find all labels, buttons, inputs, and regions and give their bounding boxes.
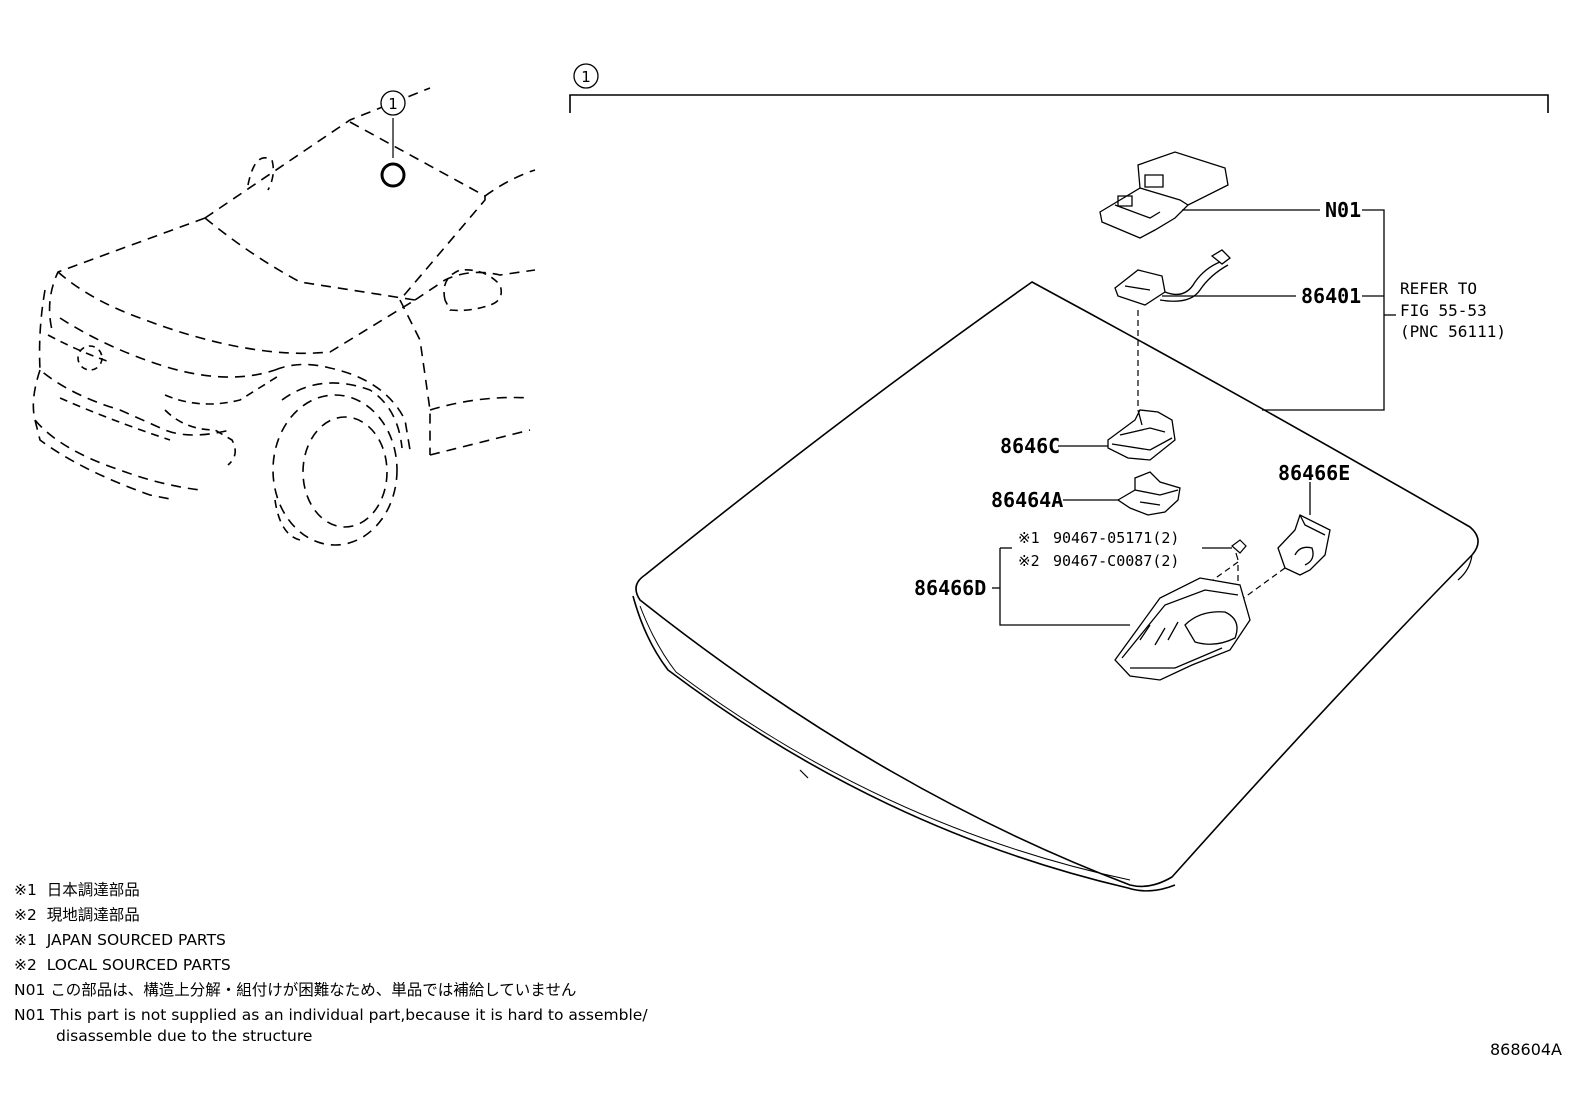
- assembly-callout-number: 1: [581, 68, 591, 86]
- note-5-mark: N01: [14, 981, 46, 999]
- label-86401: 86401: [1301, 284, 1361, 308]
- vehicle-callout-number: 1: [388, 95, 398, 113]
- label-8646c: 8646C: [1000, 434, 1060, 458]
- figure-code: 868604A: [1489, 1040, 1562, 1059]
- bracket-n01-shape: [1100, 152, 1228, 238]
- screw-shape: [1232, 540, 1246, 560]
- note-5: N01 この部品は、構造上分解・組付けが困難なため、単品では補給していません: [14, 978, 714, 1003]
- note-6-mark: N01: [14, 1006, 46, 1024]
- label-86464a: 86464A: [991, 488, 1063, 512]
- note-4: ※2 LOCAL SOURCED PARTS: [14, 953, 714, 978]
- note-1-mark: ※1: [14, 881, 37, 899]
- label-sub1-mark: ※1: [1018, 529, 1040, 547]
- note-3-text: JAPAN SOURCED PARTS: [46, 931, 226, 949]
- housing-86466d-shape: [1115, 578, 1250, 680]
- footnotes: ※1 日本調達部品 ※2 現地調達部品 ※1 JAPAN SOURCED PAR…: [14, 878, 714, 1049]
- note-5-text: この部品は、構造上分解・組付けが困難なため、単品では補給していません: [50, 981, 577, 999]
- leader-lines: [992, 210, 1396, 625]
- vehicle-illustration: [33, 88, 535, 545]
- label-sub1-number: 90467-05171(2): [1053, 529, 1179, 547]
- note-6-continuation: disassemble due to the structure: [56, 1027, 313, 1045]
- note-2-mark: ※2: [14, 906, 37, 924]
- note-6-text: This part is not supplied as an individu…: [50, 1006, 648, 1024]
- sensor-86401-shape: [1115, 250, 1230, 305]
- label-86466d: 86466D: [914, 576, 986, 600]
- vehicle-callout: 1: [381, 91, 405, 115]
- reference-line-1: REFER TO: [1400, 279, 1477, 298]
- cover-86466e-shape: [1278, 515, 1330, 575]
- cover-8646c-shape: [1108, 410, 1175, 460]
- windshield-glass: [633, 282, 1478, 891]
- note-1-text: 日本調達部品: [46, 881, 140, 899]
- note-6: N01 This part is not supplied as an indi…: [14, 1003, 714, 1028]
- label-sub2-number: 90467-C0087(2): [1053, 552, 1179, 570]
- bracket-86464a-shape: [1118, 472, 1180, 515]
- note-4-text: LOCAL SOURCED PARTS: [46, 956, 231, 974]
- reference-line-2: FIG 55-53: [1400, 301, 1487, 320]
- label-n01: N01: [1325, 198, 1361, 222]
- note-1: ※1 日本調達部品: [14, 878, 714, 903]
- note-3-mark: ※1: [14, 931, 37, 949]
- note-3: ※1 JAPAN SOURCED PARTS: [14, 928, 714, 953]
- assembly-bracket: 1: [570, 64, 1548, 113]
- note-2: ※2 現地調達部品: [14, 903, 714, 928]
- reference-line-3: (PNC 56111): [1400, 322, 1506, 341]
- note-4-mark: ※2: [14, 956, 37, 974]
- label-sub2-mark: ※2: [1018, 552, 1040, 570]
- note-2-text: 現地調達部品: [46, 906, 140, 924]
- label-86466e: 86466E: [1278, 461, 1350, 485]
